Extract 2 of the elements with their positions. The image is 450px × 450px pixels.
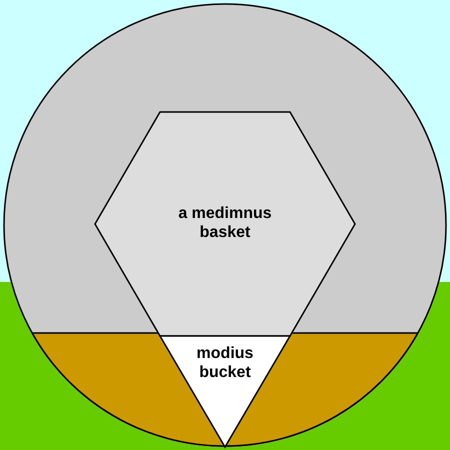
shape-label: modius bucket [196, 344, 254, 382]
shape-label: a medimnus basket [177, 204, 273, 242]
